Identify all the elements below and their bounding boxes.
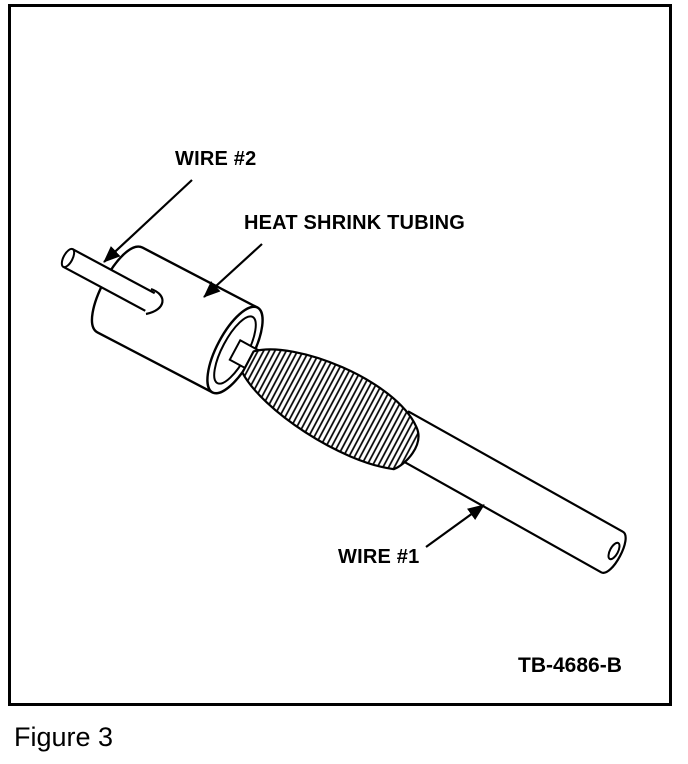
heat-shrink-arrow bbox=[203, 243, 263, 298]
wire2-label: WIRE #2 bbox=[175, 148, 257, 170]
wire1-label: WIRE #1 bbox=[338, 546, 420, 568]
leader-arrows bbox=[103, 179, 485, 548]
wire1-arrow bbox=[425, 504, 485, 548]
heat-shrink-tubing-label: HEAT SHRINK TUBING bbox=[244, 212, 466, 234]
twisted-splice-shape bbox=[241, 348, 420, 471]
wire-splice-illustration bbox=[60, 179, 627, 574]
figure-caption: Figure 3 bbox=[14, 722, 114, 752]
diagram-frame: WIRE #2 HEAT SHRINK TUBING WIRE #1 TB-46… bbox=[8, 4, 672, 706]
wire2-arrow bbox=[103, 179, 193, 263]
wire1-shape bbox=[386, 410, 627, 574]
wire2-shape bbox=[60, 247, 164, 316]
reference-code: TB-4686-B bbox=[518, 654, 622, 677]
